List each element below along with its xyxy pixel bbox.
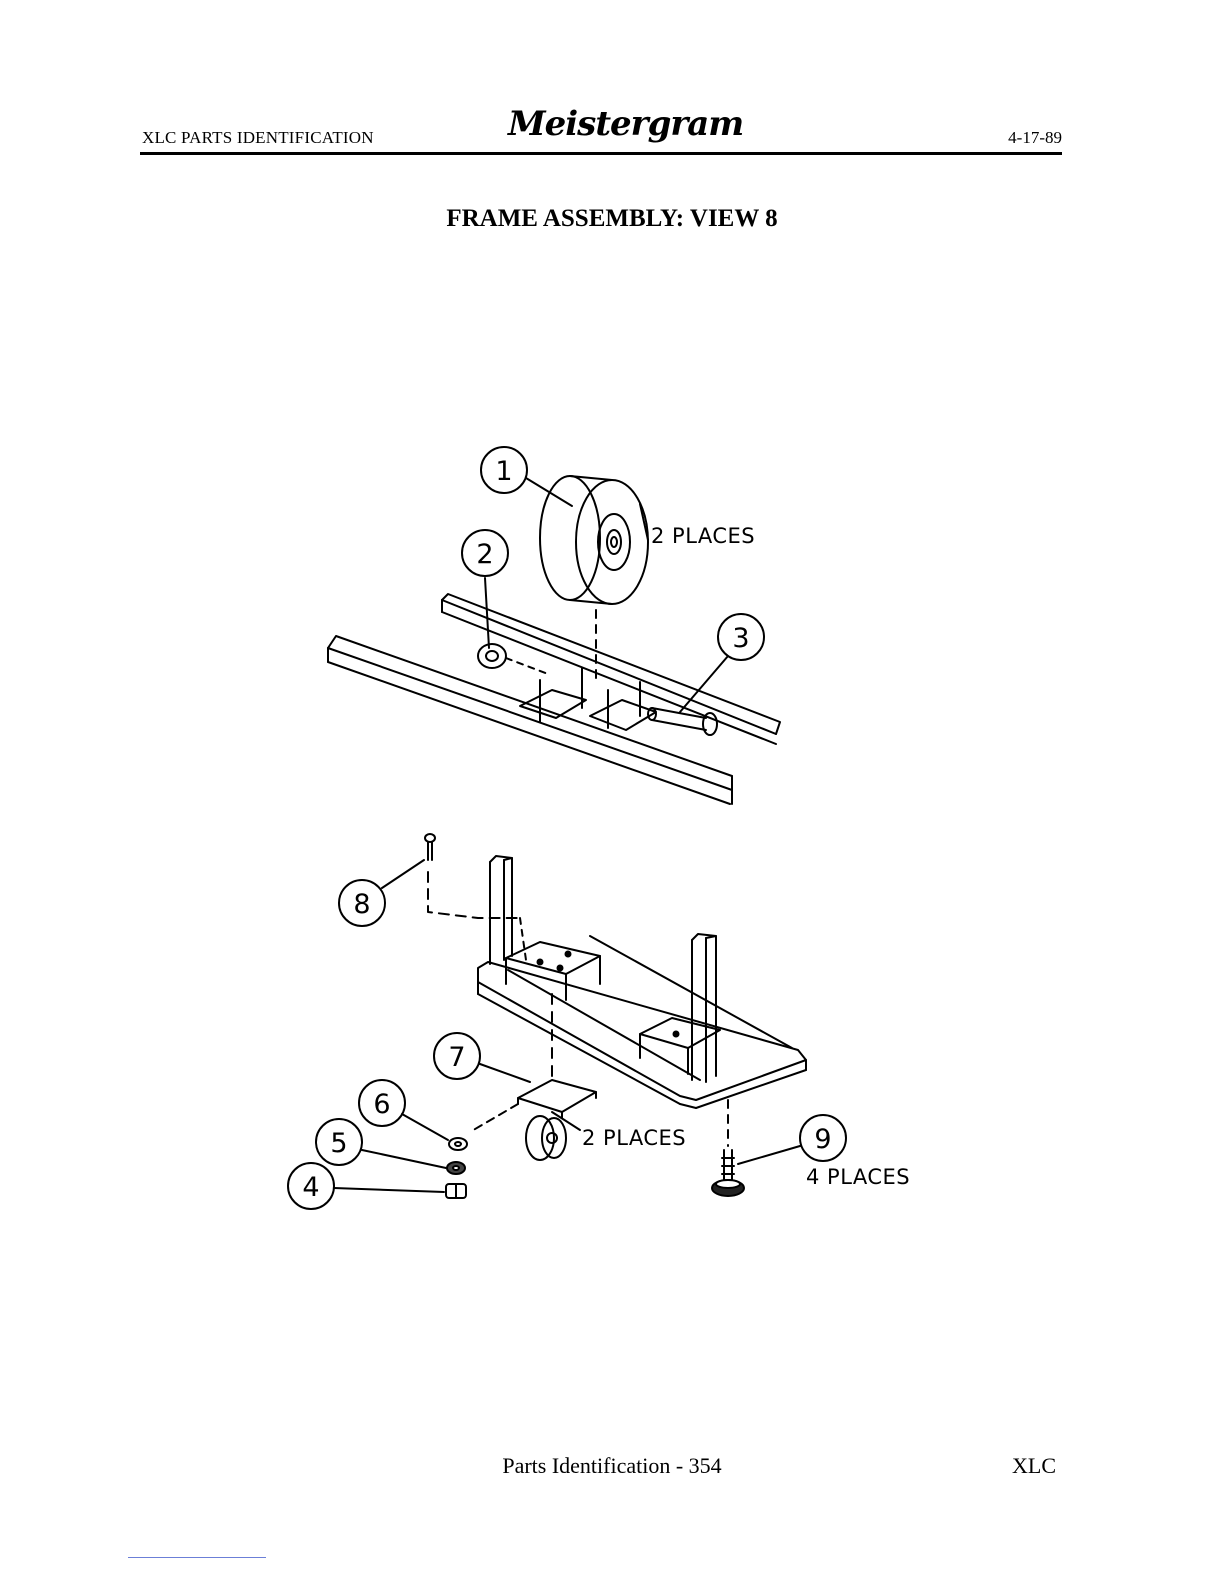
frame-bolt-icon — [425, 834, 526, 960]
leveler-foot-icon — [712, 1100, 744, 1196]
callout-2: 2 — [462, 530, 508, 648]
svg-text:1: 1 — [495, 456, 512, 487]
wheel-places-note: 2 PLACES — [651, 524, 755, 548]
svg-text:6: 6 — [373, 1089, 390, 1120]
svg-text:4: 4 — [302, 1172, 319, 1203]
washer-icon — [449, 1138, 467, 1150]
callout-7: 7 — [434, 1033, 530, 1082]
footer-model: XLC — [1012, 1453, 1056, 1479]
footer-link-underline — [128, 1557, 266, 1558]
svg-text:8: 8 — [353, 889, 370, 920]
callout-1: 1 — [481, 447, 572, 506]
svg-text:5: 5 — [330, 1128, 347, 1159]
caster-icon — [470, 990, 596, 1160]
caster-mount-plates — [506, 942, 720, 1074]
svg-text:7: 7 — [448, 1042, 465, 1073]
axle-bolt-icon — [648, 708, 717, 735]
frame-base — [478, 936, 806, 1108]
frame-uprights — [490, 856, 716, 1082]
callout-4: 4 — [288, 1163, 444, 1209]
caster-nut-icon — [446, 1184, 466, 1198]
leveler-places-note: 4 PLACES — [806, 1165, 910, 1189]
front-rail-channel — [328, 636, 732, 804]
svg-text:3: 3 — [732, 623, 749, 654]
callout-6: 6 — [359, 1080, 448, 1140]
svg-text:2: 2 — [476, 539, 493, 570]
callout-9: 9 — [738, 1115, 846, 1164]
svg-text:9: 9 — [814, 1124, 831, 1155]
lock-washer-icon — [447, 1162, 465, 1174]
callout-8: 8 — [339, 860, 424, 926]
caster-places-note: 2 PLACES — [582, 1126, 686, 1150]
callout-3: 3 — [680, 614, 764, 712]
